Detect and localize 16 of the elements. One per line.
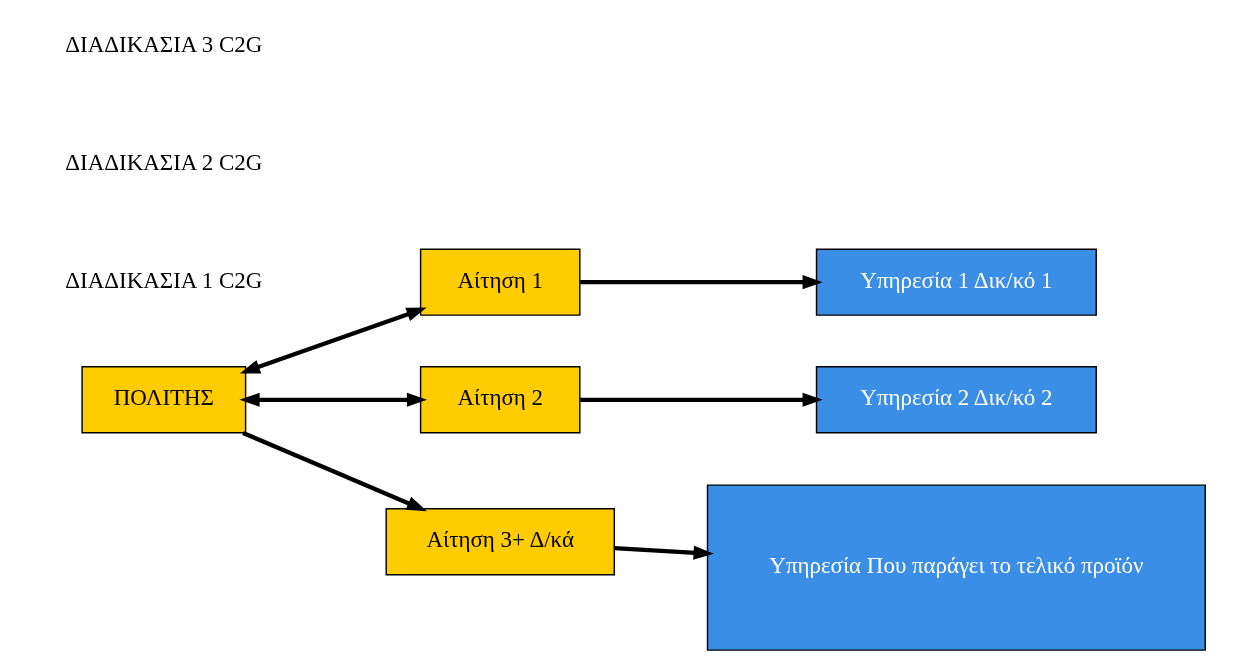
label: ΔΙΑΔΙΚΑΣΙΑ 2 C2G	[65, 149, 263, 175]
node-box: ΠΟΛΙΤΗΣ	[81, 366, 247, 434]
arrow	[239, 307, 427, 374]
arrow	[239, 392, 428, 407]
label: ΔΙΑΔΙΚΑΣΙΑ 3 C2G	[65, 32, 263, 58]
node-box: Υπηρεσία 1 Δικ/κό 1	[815, 248, 1097, 316]
node-box: Αίτηση 1	[419, 248, 581, 316]
label: ΔΙΑΔΙΚΑΣΙΑ 1 C2G	[65, 267, 263, 293]
arrow	[580, 392, 823, 407]
arrow	[580, 275, 823, 290]
node-box: Αίτηση 2	[419, 366, 581, 434]
node-box: Αίτηση 3+ Δ/κά	[385, 508, 615, 576]
arrow	[614, 545, 714, 560]
node-box: Υπηρεσία 2 Δικ/κό 2	[815, 366, 1097, 434]
arrow	[242, 430, 427, 512]
node-box: Υπηρεσία Που παράγει το τελικό προϊόν	[706, 484, 1206, 651]
